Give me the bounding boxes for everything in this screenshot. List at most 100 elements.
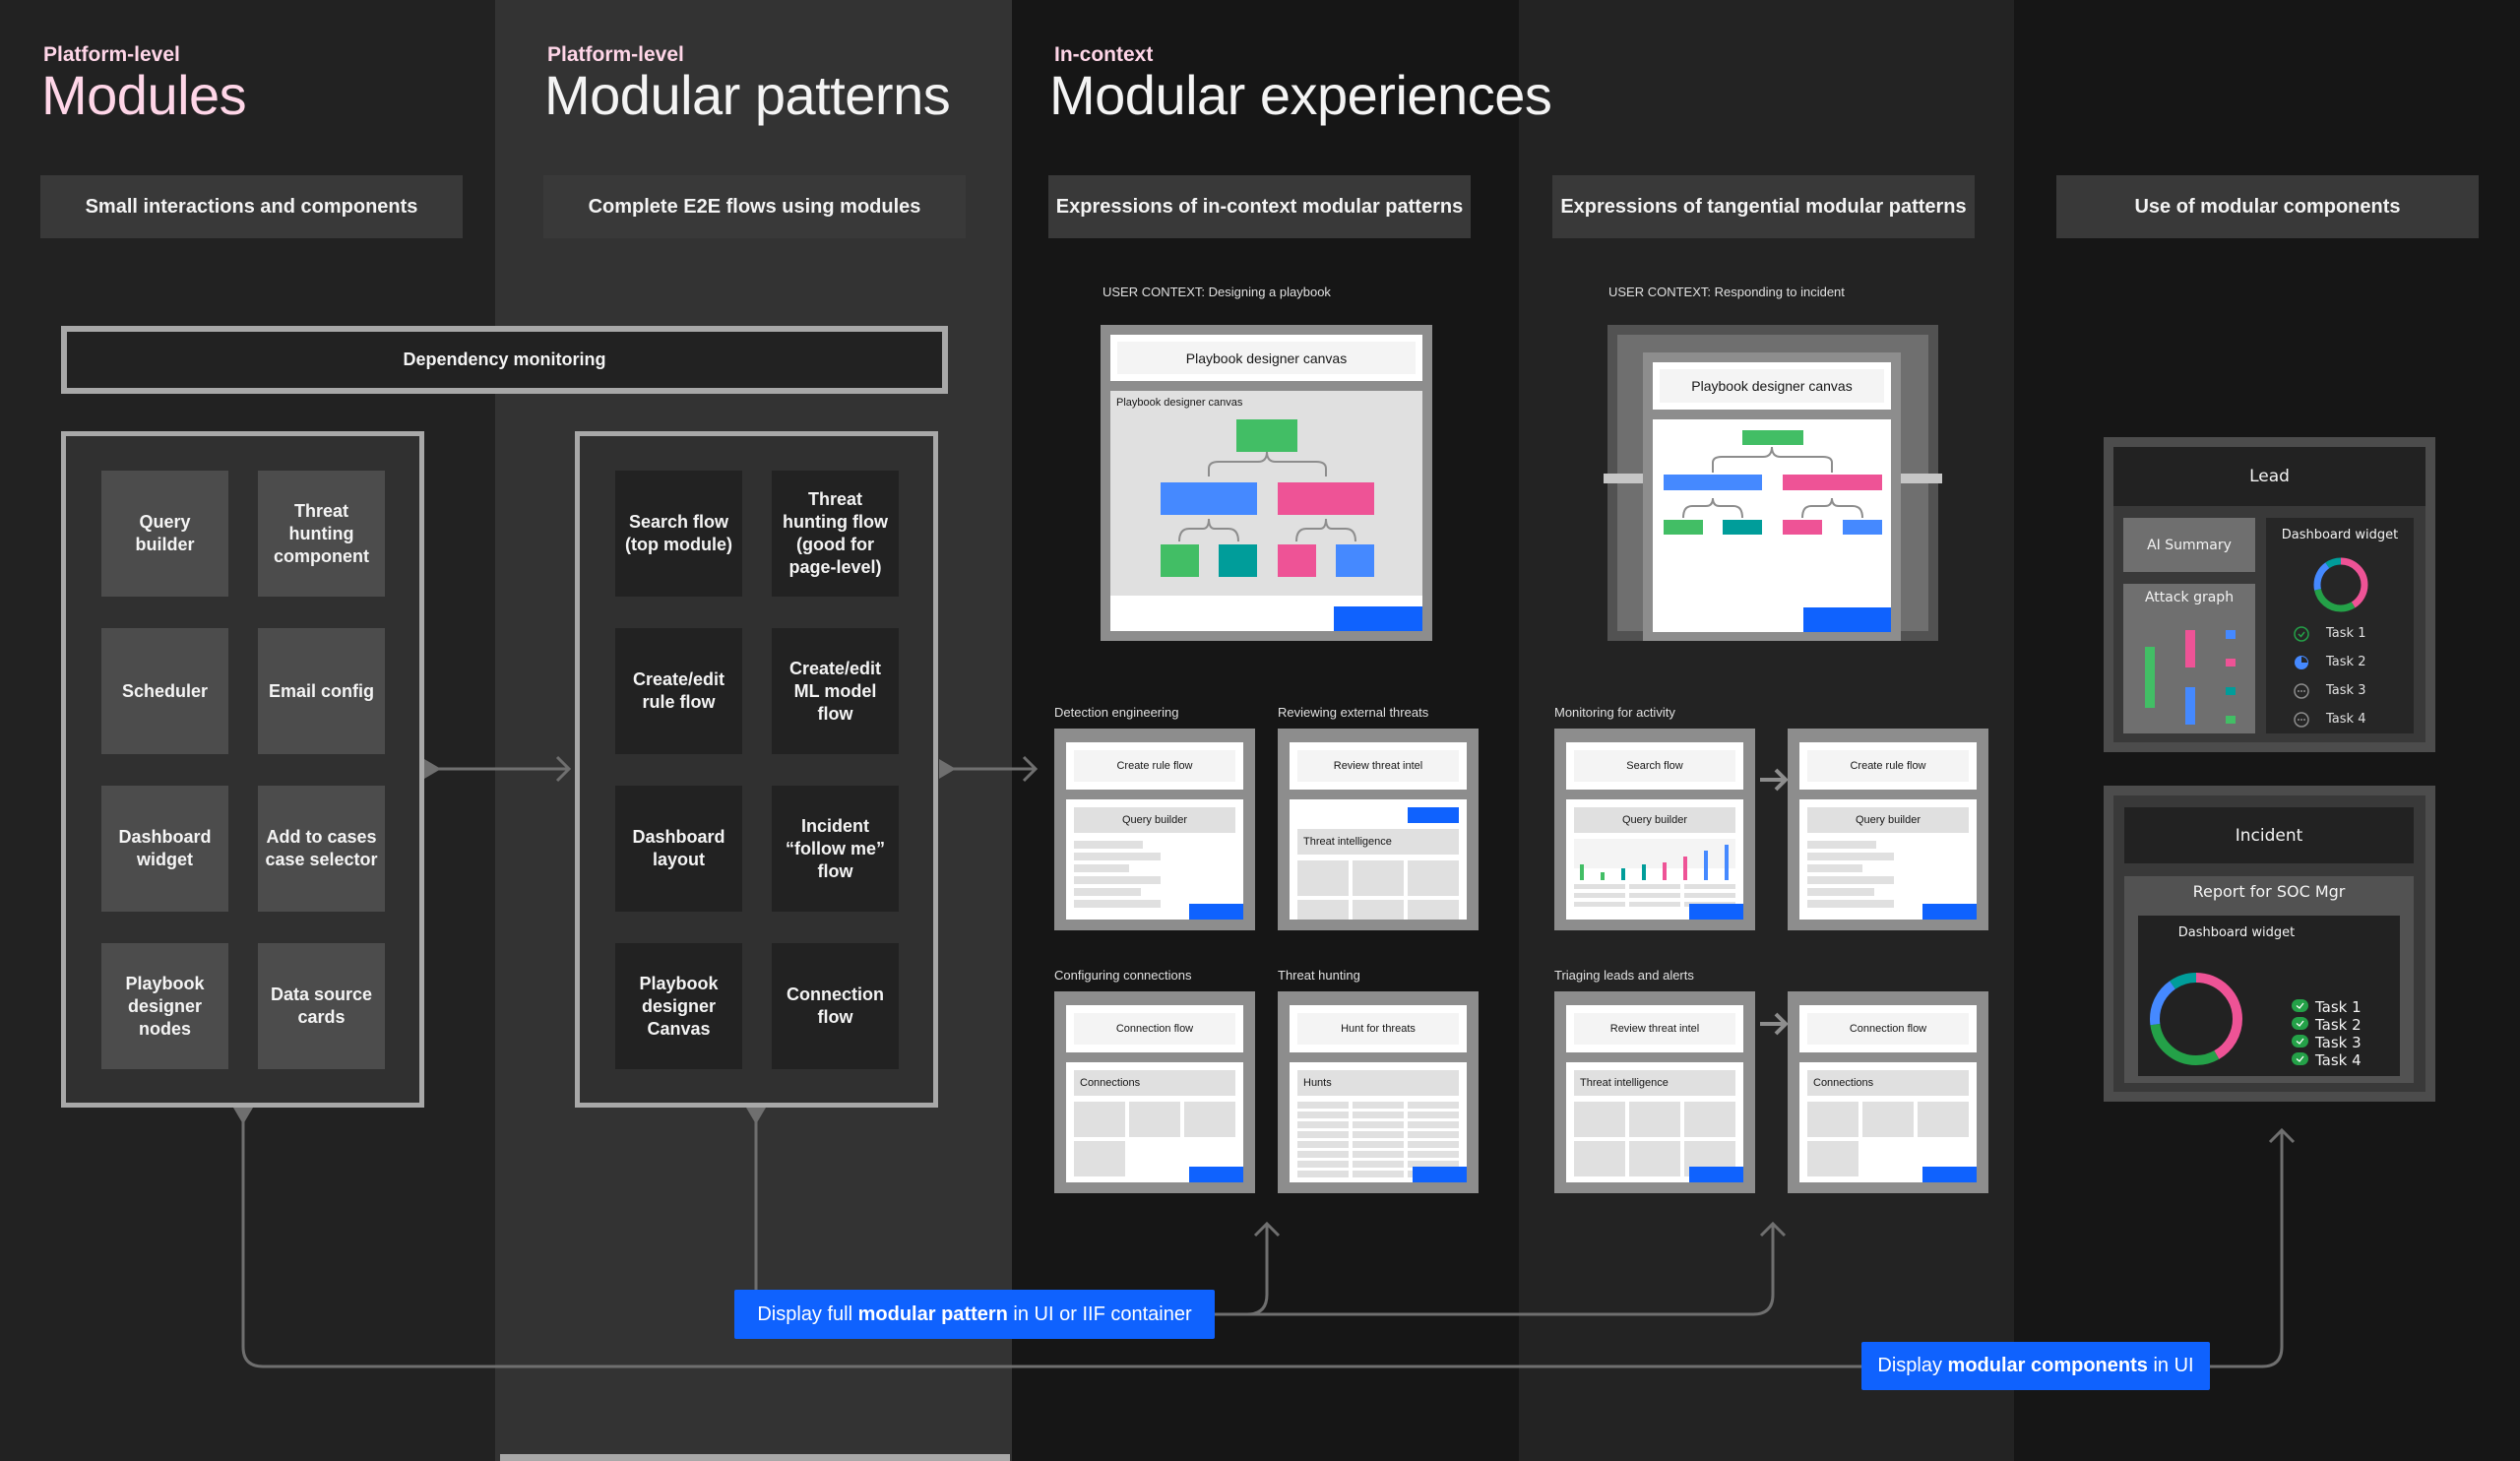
primary-button: [1922, 1167, 1977, 1182]
subheader-components: Use of modular components: [2056, 175, 2479, 238]
arrow-triaging: [1760, 1012, 1789, 1036]
flow-header: Hunt for threats: [1297, 1013, 1459, 1045]
pattern-tile[interactable]: Create/edit ML model flow: [772, 628, 899, 754]
experience-thumbnail[interactable]: Connection flow Connections: [1054, 991, 1255, 1193]
experience-label: Threat hunting: [1278, 968, 1360, 983]
lead-dashboard-widget[interactable]: Dashboard widget Task 1 Task 2 Task 3 Ta…: [2266, 518, 2414, 733]
task-label: Task 4: [2315, 1051, 2362, 1069]
section-header: Query builder: [1807, 807, 1969, 833]
button-text: Display: [1877, 1355, 1948, 1376]
user-context-label: USER CONTEXT: Designing a playbook: [1102, 285, 1331, 299]
section-header: Query builder: [1574, 807, 1735, 833]
module-tile[interactable]: Playbook designer nodes: [101, 943, 228, 1069]
modules-title: Modules: [41, 64, 247, 126]
triangle-patterns-right: [939, 759, 956, 779]
experience-label: Configuring connections: [1054, 968, 1192, 983]
module-tile[interactable]: Email config: [258, 628, 385, 754]
task-label: Task 4: [2326, 712, 2366, 727]
display-modular-components-button[interactable]: Display modular components in UI: [1861, 1342, 2210, 1390]
attack-graph-card[interactable]: Attack graph: [2123, 584, 2255, 733]
report-title: Report for SOC Mgr: [2192, 882, 2346, 901]
section-header: Connections: [1807, 1070, 1969, 1096]
subheader-tangential: Expressions of tangential modular patter…: [1552, 175, 1975, 238]
task-label: Task 3: [2315, 1034, 2362, 1051]
module-tile[interactable]: Add to cases case selector: [258, 786, 385, 912]
attack-graph-title: Attack graph: [2144, 590, 2235, 605]
triangle-modules-down: [233, 1108, 253, 1124]
canvas-header: Playbook designer canvas: [1660, 369, 1884, 403]
scrollbar[interactable]: [500, 1454, 1010, 1461]
checkmark-outline-icon: [2294, 626, 2309, 642]
experience-label: Reviewing external threats: [1278, 705, 1429, 720]
experience-label: Triaging leads and alerts: [1554, 968, 1694, 983]
playbook-canvas-thumbnail[interactable]: Playbook designer canvas Playbook design…: [1101, 325, 1432, 641]
experience-thumbnail[interactable]: Search flow Query builder: [1554, 729, 1755, 930]
task-label: Task 3: [2326, 683, 2366, 698]
button-text: in UI: [2147, 1355, 2194, 1376]
flow-header: Connection flow: [1807, 1013, 1969, 1045]
playbook-tree: [1664, 430, 1891, 632]
lead-title: Lead: [2113, 447, 2426, 506]
widget-title: Dashboard widget: [2281, 528, 2399, 542]
modules-eyebrow: Platform-level: [43, 43, 180, 66]
module-tile[interactable]: Scheduler: [101, 628, 228, 754]
pattern-tile[interactable]: Connection flow: [772, 943, 899, 1069]
experience-thumbnail[interactable]: Review threat intel Threat intelligence: [1278, 729, 1479, 930]
donut-chart: [2150, 973, 2242, 1065]
task-label: Task 2: [2315, 1016, 2362, 1034]
checkmark-filled-icon: [2292, 999, 2308, 1065]
task-label: Task 2: [2326, 655, 2366, 669]
task-label: Task 1: [2315, 998, 2362, 1016]
section-header: Threat intelligence: [1574, 1070, 1735, 1096]
patterns-container: Search flow (top module)Threat hunting f…: [575, 431, 938, 1108]
button-text-bold: modular pattern: [857, 1302, 1008, 1325]
dependency-monitoring-box: Dependency monitoring: [61, 326, 948, 394]
lead-page[interactable]: Lead AI Summary Attack graph Dashboard w…: [2104, 437, 2435, 752]
report-card[interactable]: Report for SOC Mgr Dashboard widget Task…: [2124, 876, 2414, 1083]
pattern-tile[interactable]: Playbook designer Canvas: [615, 943, 742, 1069]
primary-button: [1408, 807, 1459, 823]
arrow-modules-to-patterns: [433, 755, 572, 783]
primary-button: [1922, 904, 1977, 920]
pending-icon: [2294, 683, 2309, 699]
module-tile[interactable]: Data source cards: [258, 943, 385, 1069]
pattern-tile[interactable]: Dashboard layout: [615, 786, 742, 912]
donut-chart: [2313, 557, 2368, 612]
section-header: Connections: [1074, 1070, 1235, 1096]
canvas-label: Playbook designer canvas: [1116, 397, 1243, 409]
module-tile[interactable]: Query builder: [101, 471, 228, 597]
experience-thumbnail[interactable]: Hunt for threats Hunts: [1278, 991, 1479, 1193]
button-text: Display full: [757, 1302, 858, 1325]
module-tile[interactable]: Dashboard widget: [101, 786, 228, 912]
incident-canvas-thumbnail[interactable]: Playbook designer canvas: [1604, 325, 1942, 641]
incident-page[interactable]: Incident Report for SOC Mgr Dashboard wi…: [2104, 786, 2435, 1102]
pattern-tile[interactable]: Search flow (top module): [615, 471, 742, 597]
subheader-modules: Small interactions and components: [40, 175, 463, 238]
module-tile[interactable]: Threat hunting component: [258, 471, 385, 597]
pattern-tile[interactable]: Incident “follow me” flow: [772, 786, 899, 912]
subheader-in-context: Expressions of in-context modular patter…: [1048, 175, 1471, 238]
widget-title: Dashboard widget: [2177, 925, 2296, 940]
line-modules-to-components: [241, 1112, 2296, 1368]
flow-header: Search flow: [1574, 750, 1735, 782]
experience-thumbnail[interactable]: Create rule flow Query builder: [1788, 729, 1988, 930]
experience-thumbnail[interactable]: Review threat intel Threat intelligence: [1554, 991, 1755, 1193]
display-modular-pattern-button[interactable]: Display full modular pattern in UI or II…: [734, 1290, 1215, 1339]
primary-button: [1689, 904, 1743, 920]
button-text-bold: modular components: [1947, 1355, 2148, 1376]
section-header: Hunts: [1297, 1070, 1459, 1096]
canvas-header: Playbook designer canvas: [1117, 342, 1416, 374]
ai-summary-card[interactable]: AI Summary: [2123, 518, 2255, 572]
pattern-tile[interactable]: Create/edit rule flow: [615, 628, 742, 754]
line-pattern-to-experiences: [1215, 1221, 1787, 1316]
experience-thumbnail[interactable]: Create rule flow Query builder: [1054, 729, 1255, 930]
incident-dashboard-widget[interactable]: Dashboard widget Task 1 Task 2 Task 3 Ta…: [2138, 916, 2400, 1076]
experience-thumbnail[interactable]: Connection flow Connections: [1788, 991, 1988, 1193]
subheader-patterns: Complete E2E flows using modules: [543, 175, 966, 238]
experience-label: Detection engineering: [1054, 705, 1179, 720]
user-context-label: USER CONTEXT: Responding to incident: [1608, 285, 1845, 299]
button-text: in UI or IIF container: [1007, 1302, 1192, 1325]
task-label: Task 1: [2326, 626, 2366, 641]
pattern-tile[interactable]: Threat hunting flow (good for page-level…: [772, 471, 899, 597]
